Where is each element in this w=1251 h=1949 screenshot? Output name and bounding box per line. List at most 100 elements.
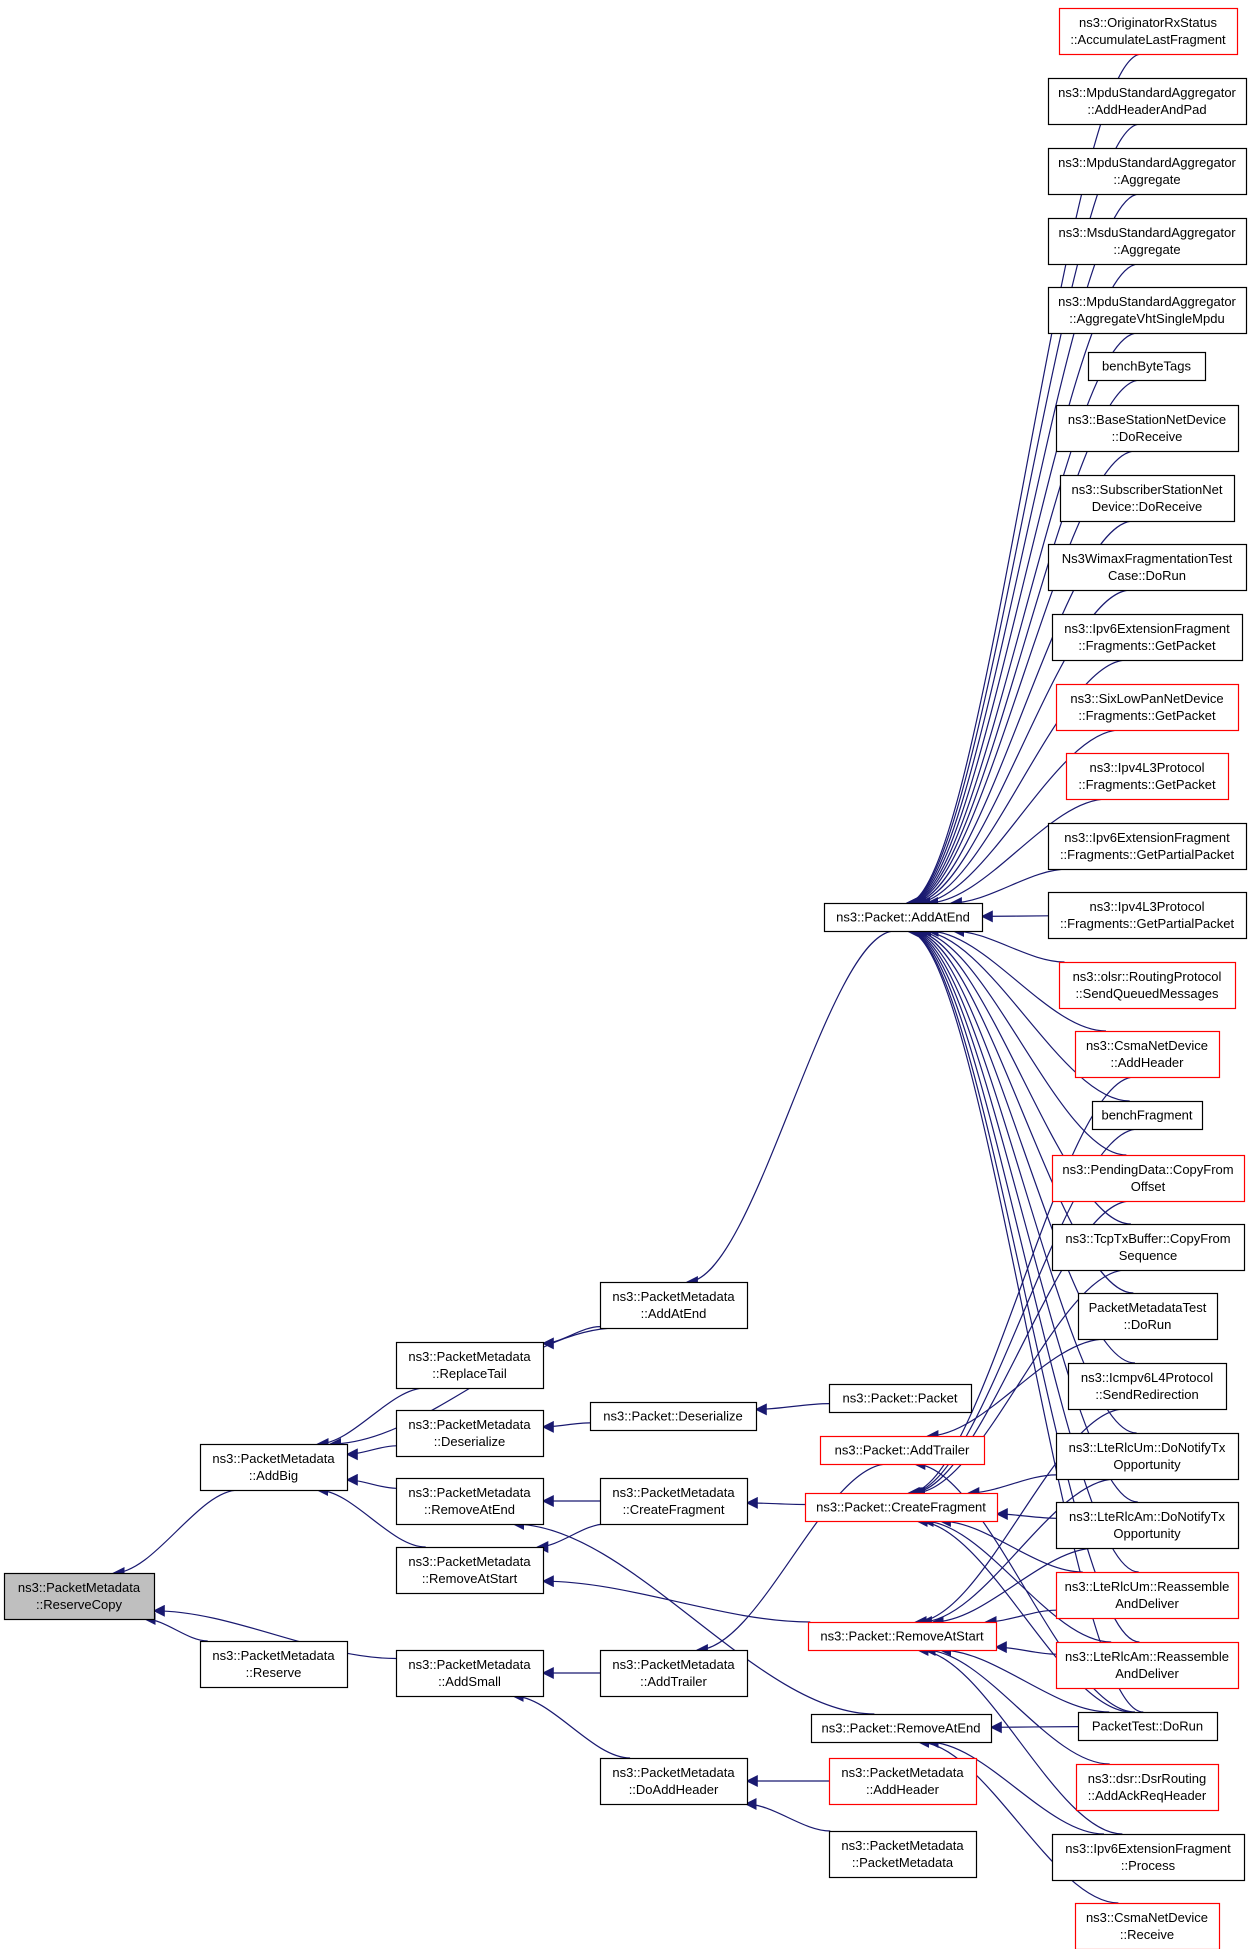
node-pkt_addatend[interactable]: ns3::Packet::AddAtEnd [823, 902, 984, 933]
node-r_benchbytetags[interactable]: benchByteTags [1087, 351, 1207, 382]
node-pm_addatend[interactable]: ns3::PacketMetadata::AddAtEnd [599, 1281, 749, 1330]
call-edge-r_lterlcam_reassemble-to-pkt_createfragment [921, 1515, 1112, 1643]
node-pkt_addtrailer[interactable]: ns3::Packet::AddTrailer [819, 1435, 986, 1466]
call-edge-r_subscriber-to-pkt_addatend [910, 520, 1134, 909]
node-removeatend[interactable]: ns3::PacketMetadata::RemoveAtEnd [395, 1477, 545, 1526]
node-label-line: ::AddHeader [866, 1782, 940, 1797]
call-edge-r_packettest-to-pkt_removeatstart [939, 1644, 1110, 1713]
node-pm_addtrailer[interactable]: ns3::PacketMetadata::AddTrailer [599, 1649, 749, 1698]
node-r_packettest[interactable]: PacketTest::DoRun [1077, 1711, 1219, 1742]
call-edge-removeatstart-to-addbig [316, 1484, 426, 1548]
node-pkt_removeatstart[interactable]: ns3::Packet::RemoveAtStart [807, 1621, 998, 1652]
node-pm_packetmetadata[interactable]: ns3::PacketMetadata::PacketMetadata [828, 1830, 978, 1879]
call-edge-r_pendingdata-to-pkt_addatend [914, 925, 1127, 1156]
node-label-line: ::Aggregate [1113, 172, 1180, 187]
call-edge-r_ltercum_reassemble-to-pkt_createfragment [938, 1515, 1083, 1573]
call-edge-pkt_deserialize-to-deserialize [541, 1420, 591, 1433]
node-label-line: benchByteTags [1102, 359, 1191, 374]
node-r_originator[interactable]: ns3::OriginatorRxStatus::AccumulateLastF… [1058, 7, 1239, 56]
node-r_basestation[interactable]: ns3::BaseStationNetDevice::DoReceive [1055, 404, 1240, 453]
node-label-line: ::Process [1121, 1858, 1176, 1873]
node-box [1059, 474, 1236, 523]
node-pkt_createfragment[interactable]: ns3::Packet::CreateFragment [804, 1492, 999, 1523]
node-box [828, 1383, 973, 1414]
node-deserialize[interactable]: ns3::PacketMetadata::Deserialize [395, 1409, 545, 1458]
node-layer: ns3::PacketMetadata::ReserveCopyns3::Pac… [3, 7, 1248, 1949]
node-label-line: ns3::MpduStandardAggregator [1058, 85, 1236, 100]
node-r_mpdu_aggvht[interactable]: ns3::MpduStandardAggregator::AggregateVh… [1047, 286, 1248, 335]
call-edge-r_ipv6ext_process-to-pkt_removeatend [926, 1736, 1105, 1835]
node-label-line: ::SendRedirection [1095, 1387, 1198, 1402]
call-edge-pkt_addtrailer-to-pm_addtrailer [695, 1463, 888, 1656]
node-replacetail[interactable]: ns3::PacketMetadata::ReplaceTail [395, 1341, 545, 1390]
node-box [395, 1649, 545, 1698]
call-edge-r_ipv6ext_getpacket-to-pkt_addatend [914, 659, 1128, 909]
node-pm_doaddheader[interactable]: ns3::PacketMetadata::DoAddHeader [599, 1757, 749, 1806]
node-r_icmpv6[interactable]: ns3::Icmpv6L4Protocol::SendRedirection [1067, 1362, 1228, 1411]
node-r_ipv6ext_partial[interactable]: ns3::Ipv6ExtensionFragment::Fragments::G… [1047, 822, 1248, 871]
node-pkt_removeatend[interactable]: ns3::Packet::RemoveAtEnd [810, 1713, 993, 1744]
node-r_packetmetadatatest[interactable]: PacketMetadataTest::DoRun [1077, 1292, 1219, 1341]
node-box [804, 1492, 999, 1523]
node-label-line: ns3::PacketMetadata [841, 1765, 964, 1780]
node-pm_createfragment[interactable]: ns3::PacketMetadata::CreateFragment [599, 1477, 749, 1526]
node-r_subscriber[interactable]: ns3::SubscriberStationNetDevice::DoRecei… [1059, 474, 1236, 523]
node-box [395, 1477, 545, 1526]
node-label-line: ::AddAckReqHeader [1088, 1788, 1207, 1803]
call-edge-r_lterlcam_notify-to-pkt_createfragment [995, 1508, 1057, 1521]
node-label-line: ::AddAtEnd [641, 1306, 707, 1321]
node-label-line: PacketTest::DoRun [1092, 1719, 1203, 1734]
call-edge-r_lterlcam_notify-to-pkt_addatend [907, 925, 1138, 1503]
node-label-line: ns3::PacketMetadata [408, 1657, 531, 1672]
call-edge-r_tcptxbuffer-to-pkt_createfragment [913, 1269, 1127, 1499]
node-addsmall[interactable]: ns3::PacketMetadata::AddSmall [395, 1649, 545, 1698]
call-edge-reserve-to-reservecopy [143, 1613, 208, 1642]
node-r_csma_addheader[interactable]: ns3::CsmaNetDevice::AddHeader [1074, 1030, 1221, 1079]
node-r_dsr[interactable]: ns3::dsr::DsrRouting::AddAckReqHeader [1075, 1763, 1220, 1812]
call-edge-pm_packetmetadata-to-pm_doaddheader [744, 1798, 831, 1832]
node-r_ipv4l3_partial[interactable]: ns3::Ipv4L3Protocol::Fragments::GetParti… [1047, 891, 1248, 940]
node-label-line: ::Receive [1120, 1927, 1174, 1942]
node-label-line: ns3::Ipv6ExtensionFragment [1065, 1841, 1231, 1856]
node-pkt_deserialize[interactable]: ns3::Packet::Deserialize [589, 1401, 758, 1432]
call-edge-r_ltercum_reassemble-to-pkt_removeatstart [984, 1609, 1057, 1628]
call-edge-addsmall-to-reservecopy [152, 1604, 397, 1660]
node-label-line: ns3::PacketMetadata [408, 1417, 531, 1432]
call-edge-pm_doaddheader-to-addsmall [511, 1690, 631, 1759]
node-r_ipv6ext_getpacket[interactable]: ns3::Ipv6ExtensionFragment::Fragments::G… [1051, 613, 1244, 662]
node-pm_addheader[interactable]: ns3::PacketMetadata::AddHeader [828, 1757, 978, 1806]
node-label-line: ns3::Packet::RemoveAtEnd [822, 1721, 981, 1736]
call-edge-r_icmpv6-to-pkt_removeatstart [914, 1408, 1125, 1628]
node-r_sixlowpan[interactable]: ns3::SixLowPanNetDevice::Fragments::GetP… [1055, 683, 1240, 732]
node-box [1055, 1501, 1240, 1550]
node-label-line: ns3::Packet::Deserialize [603, 1409, 742, 1424]
node-r_benchfragment[interactable]: benchFragment [1091, 1100, 1204, 1131]
node-r_ipv4l3_getpacket[interactable]: ns3::Ipv4L3Protocol::Fragments::GetPacke… [1065, 752, 1230, 801]
node-box [1087, 351, 1207, 382]
call-edge-pm_addatend-to-replacetail [541, 1326, 601, 1350]
node-removeatstart[interactable]: ns3::PacketMetadata::RemoveAtStart [395, 1546, 545, 1595]
node-box [199, 1443, 349, 1492]
node-pkt_packet[interactable]: ns3::Packet::Packet [828, 1383, 973, 1414]
node-r_msdu_aggregate[interactable]: ns3::MsduStandardAggregator::Aggregate [1047, 217, 1248, 266]
node-label-line: ns3::SubscriberStationNet [1071, 482, 1222, 497]
call-edge-pkt_addatend-to-pm_addatend [685, 930, 895, 1288]
node-reserve[interactable]: ns3::PacketMetadata::Reserve [199, 1640, 349, 1689]
node-r_olsr[interactable]: ns3::olsr::RoutingProtocol::SendQueuedMe… [1058, 961, 1237, 1010]
call-edge-r_benchfragment-to-pkt_addatend [919, 925, 1130, 1102]
node-addbig[interactable]: ns3::PacketMetadata::AddBig [199, 1443, 349, 1492]
node-r_ipv6ext_process[interactable]: ns3::Ipv6ExtensionFragment::Process [1051, 1833, 1246, 1882]
node-r_mpdu_addheaderandpad[interactable]: ns3::MpduStandardAggregator::AddHeaderAn… [1047, 77, 1248, 126]
node-r_csma_receive[interactable]: ns3::CsmaNetDevice::Receive [1074, 1902, 1221, 1949]
node-reservecopy: ns3::PacketMetadata::ReserveCopy [3, 1572, 156, 1621]
node-label-line: ::Aggregate [1113, 242, 1180, 257]
node-r_mpdu_aggregate[interactable]: ns3::MpduStandardAggregator::Aggregate [1047, 147, 1248, 196]
